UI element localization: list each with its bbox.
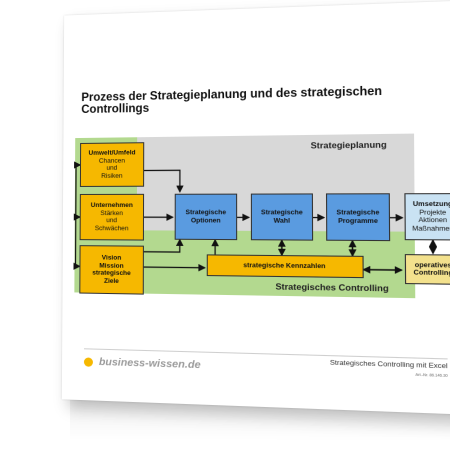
document-page: Prozess der Strategieplanung und des str… [62,1,450,415]
optionen-line-1: Strategische [185,209,226,217]
document-title: Prozess der Strategieplanung und des str… [81,84,441,116]
box-strategische-kennzahlen: strategische Kennzahlen [207,254,364,278]
unternehmen-line-1: Stärken [100,210,123,218]
programme-line-2: Programme [338,217,378,225]
box-umsetzung: Umsetzung Projekte Aktionen Maßnahmen [404,193,450,240]
umsetzung-line-1: Projekte [419,209,446,217]
kennzahlen-label: strategische Kennzahlen [243,262,325,271]
umsetzung-title: Umsetzung [413,201,450,209]
footer-title: Strategisches Controlling mit Excel [330,359,448,370]
wahl-line-2: Wahl [274,217,290,225]
box-strategische-wahl: Strategische Wahl [251,193,313,240]
unternehmen-line-3: Schwächen [95,225,129,233]
brand-logo: business-wissen.de [84,355,201,371]
umwelt-line-1: Chancen [99,157,125,165]
wahl-line-1: Strategische [261,209,303,217]
operatives-line-2: Controlling [414,269,450,278]
vision-line-4: Ziele [104,277,119,285]
unternehmen-line-2: und [106,217,117,225]
brand-name: business-wissen.de [99,356,201,371]
box-strategische-optionen: Strategische Optionen [175,194,238,241]
optionen-line-2: Optionen [191,217,221,225]
process-diagram: Strategieplanung Strategisches Controlli… [74,130,450,324]
box-umwelt-umfeld: Umwelt/Umfeld Chancen und Risiken [80,142,144,187]
box-operatives-controlling: operatives Controlling [405,254,450,285]
programme-line-1: Strategische [336,209,379,217]
umwelt-line-3: Risiken [101,172,122,180]
box-vision-mission: Vision Mission strategische Ziele [79,245,144,294]
unternehmen-title: Unternehmen [91,202,133,210]
umsetzung-line-3: Maßnahmen [412,225,450,233]
footer-article-number: Art.-Nr. 86.146.30 [415,373,447,378]
box-strategische-programme: Strategische Programme [326,193,390,241]
umsetzung-line-2: Aktionen [418,217,447,225]
umwelt-line-2: und [106,165,117,173]
brand-dot-icon [84,357,93,366]
box-unternehmen: Unternehmen Stärken und Schwächen [80,194,144,241]
